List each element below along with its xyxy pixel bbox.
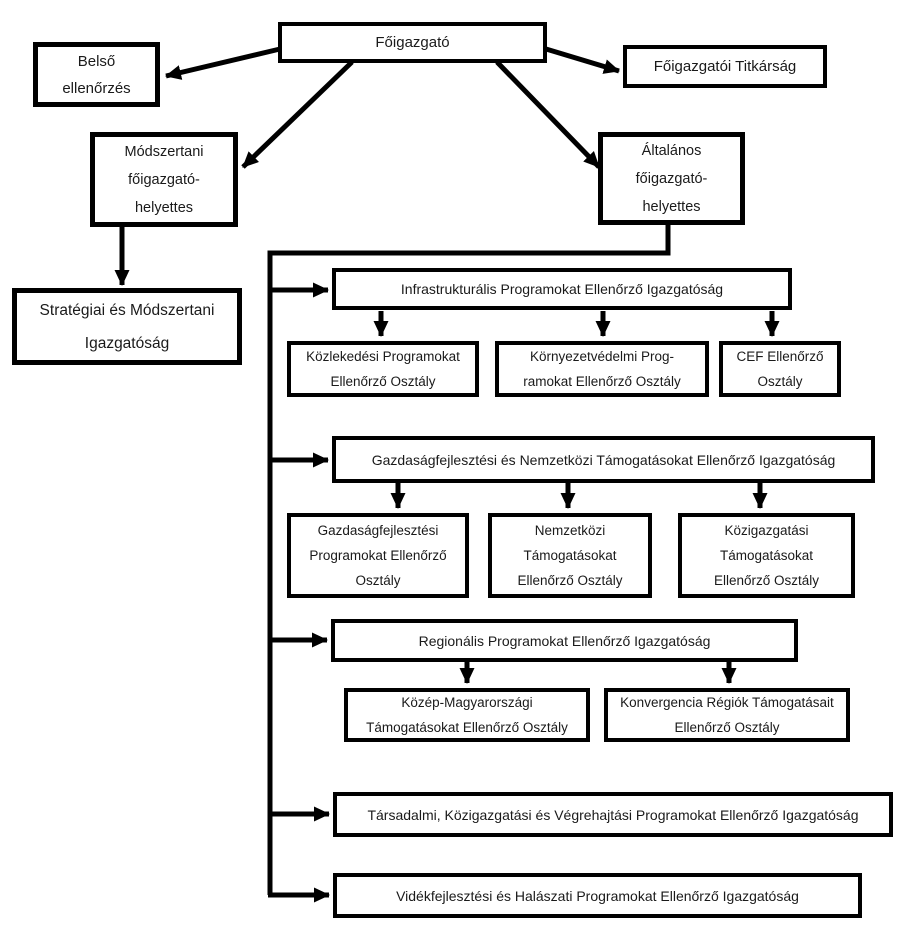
node-altalanos-helyettes-label: Általános xyxy=(641,142,702,159)
node-belso-ellenorzes-label: Belső xyxy=(77,52,116,70)
node-fogazgato: Főigazgató xyxy=(278,22,547,63)
node-gazdasagfejlesztesi-osztaly-label: Gazdaságfejlesztési xyxy=(317,523,439,538)
node-kozlekedesi-osztaly: Közlekedési Programokat Ellenőrző Osztál… xyxy=(287,341,479,397)
node-infrastrukturalis-igazgatosag: Infrastrukturális Programokat Ellenőrző … xyxy=(332,268,792,310)
edge-fogazgato-titkarsag xyxy=(545,46,620,74)
node-nemzetkozi-osztaly-label: Támogatásokat xyxy=(523,548,617,563)
node-tarsadalmi-igazgatosag-label: Társadalmi, Közigazgatási és Végrehajtás… xyxy=(367,806,859,823)
node-kozigazgatasi-osztaly-label: Támogatásokat xyxy=(719,548,814,563)
node-gazdasagfejlesztesi-osztaly-label: Programokat Ellenőrző xyxy=(309,548,447,563)
node-modszertani-helyettes-label: Módszertani xyxy=(124,143,204,160)
node-fogazgato-label: Főigazgató xyxy=(375,34,450,51)
node-kozigazgatasi-osztaly-label: Ellenőrző Osztály xyxy=(713,573,820,588)
node-videkfejlesztesi-igazgatosag: Vidékfejlesztési és Halászati Programoka… xyxy=(333,873,862,918)
node-videkfejlesztesi-igazgatosag-label: Vidékfejlesztési és Halászati Programoka… xyxy=(396,887,799,904)
node-regionalis-igazgatosag: Regionális Programokat Ellenőrző Igazgat… xyxy=(331,619,798,662)
node-nemzetkozi-osztaly: Nemzetközi Támogatásokat Ellenőrző Osztá… xyxy=(488,513,652,598)
node-fogazgatoi-titkarsag-label: Főigazgatói Titkárság xyxy=(653,58,797,75)
node-cef-osztaly-label: CEF Ellenőrző xyxy=(736,349,824,364)
node-gazdasagfejlesztesi-osztaly-label: Osztály xyxy=(355,573,401,588)
node-kornyezetvedelmi-osztaly: Környezetvédelmi Prog- ramokat Ellenőrző… xyxy=(495,341,709,397)
node-gazdasagfejlesztesi-osztaly: Gazdaságfejlesztési Programokat Ellenőrz… xyxy=(287,513,469,598)
node-fogazgatoi-titkarsag: Főigazgatói Titkárság xyxy=(623,45,827,88)
node-kozep-magyarorszagi-osztaly-label: Közép-Magyarországi xyxy=(401,695,533,710)
node-kornyezetvedelmi-osztaly-label: ramokat Ellenőrző Osztály xyxy=(523,374,681,389)
node-kornyezetvedelmi-osztaly-label: Környezetvédelmi Prog- xyxy=(529,349,675,364)
node-strategiai-igazgatosag-label: Stratégiai és Módszertani xyxy=(39,301,215,319)
node-regionalis-igazgatosag-label: Regionális Programokat Ellenőrző Igazgat… xyxy=(418,632,711,649)
node-modszertani-helyettes-label: főigazgató- xyxy=(128,171,200,188)
node-kozigazgatasi-osztaly-label: Közigazgatási xyxy=(724,523,809,538)
node-tarsadalmi-igazgatosag: Társadalmi, Közigazgatási és Végrehajtás… xyxy=(333,792,893,837)
node-belso-ellenorzes-label: ellenőrzés xyxy=(62,79,131,97)
node-gazdasagfejlesztesi-igazgatosag-label: Gazdaságfejlesztési és Nemzetközi Támoga… xyxy=(371,451,836,468)
node-altalanos-helyettes: Általános főigazgató- helyettes xyxy=(598,132,745,225)
node-kozlekedesi-osztaly-label: Közlekedési Programokat xyxy=(306,349,460,364)
node-kozlekedesi-osztaly-label: Ellenőrző Osztály xyxy=(330,374,436,389)
node-gazdasagfejlesztesi-igazgatosag: Gazdaságfejlesztési és Nemzetközi Támoga… xyxy=(332,436,875,483)
node-altalanos-helyettes-label: helyettes xyxy=(642,198,701,215)
node-konvergencia-osztaly: Konvergencia Régiók Támogatásait Ellenőr… xyxy=(604,688,850,742)
node-nemzetkozi-osztaly-label: Nemzetközi xyxy=(534,523,606,538)
node-altalanos-helyettes-label: főigazgató- xyxy=(635,170,708,187)
node-cef-osztaly-label: Osztály xyxy=(757,374,803,389)
node-infrastrukturalis-igazgatosag-label: Infrastrukturális Programokat Ellenőrző … xyxy=(400,281,724,297)
edge-fogazgato-belso xyxy=(165,46,281,80)
node-kozigazgatasi-osztaly: Közigazgatási Támogatásokat Ellenőrző Os… xyxy=(678,513,855,598)
node-strategiai-igazgatosag: Stratégiai és Módszertani Igazgatóság xyxy=(12,288,242,365)
node-konvergencia-osztaly-label: Konvergencia Régiók Támogatásait xyxy=(620,695,834,710)
node-modszertani-helyettes-label: helyettes xyxy=(134,199,194,216)
node-konvergencia-osztaly-label: Ellenőrző Osztály xyxy=(674,720,780,735)
node-belso-ellenorzes: Belső ellenőrzés xyxy=(33,42,160,107)
node-kozep-magyarorszagi-osztaly: Közép-Magyarországi Támogatásokat Ellenő… xyxy=(344,688,590,742)
node-kozep-magyarorszagi-osztaly-label: Támogatásokat Ellenőrző Osztály xyxy=(366,720,568,735)
edge-fogazgato-modszertani xyxy=(241,60,354,169)
node-strategiai-igazgatosag-label: Igazgatóság xyxy=(84,334,170,352)
node-modszertani-helyettes: Módszertani főigazgató- helyettes xyxy=(90,132,238,227)
node-nemzetkozi-osztaly-label: Ellenőrző Osztály xyxy=(517,573,623,588)
edge-fogazgato-altalanos xyxy=(495,60,601,169)
node-cef-osztaly: CEF Ellenőrző Osztály xyxy=(719,341,841,397)
edge-altalanos-spine xyxy=(267,224,671,895)
